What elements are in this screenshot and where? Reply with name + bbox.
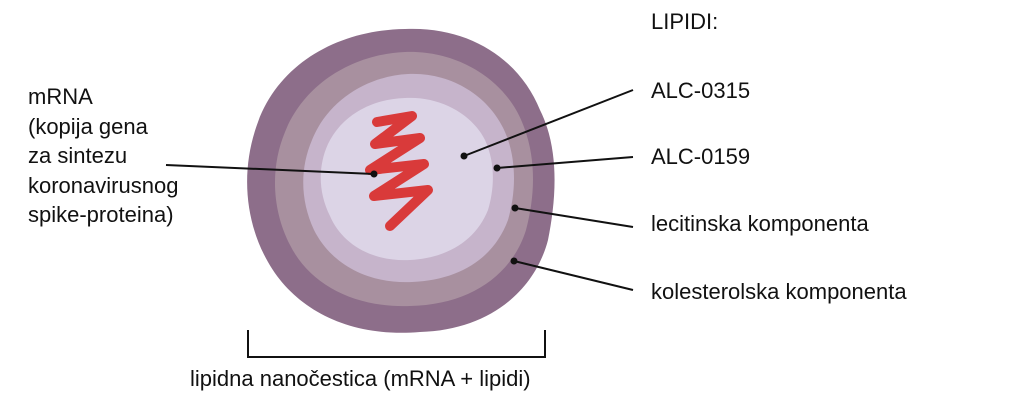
lecithin-leader-dot xyxy=(511,204,519,212)
mrna-leader-line xyxy=(165,164,375,175)
label-lecithin: lecitinska komponenta xyxy=(651,211,869,236)
cholesterol-leader-dot xyxy=(510,257,518,265)
label-alc0315: ALC-0315 xyxy=(651,78,751,103)
mrna-label-line: za sintezu xyxy=(28,143,128,169)
mrna-label: mRNA (kopija gena za sintezu koronavirus… xyxy=(28,82,178,230)
alc0159-leader-dot xyxy=(493,164,501,172)
alc0159-leader-line xyxy=(496,156,634,169)
cholesterol-leader-line xyxy=(513,260,634,291)
mrna-label-line: spike-proteina) xyxy=(28,202,174,228)
alc0315-leader-line xyxy=(463,89,634,157)
lecithin-leader-line xyxy=(514,207,634,228)
nanoparticle-bracket xyxy=(247,330,546,358)
label-cholesterol: kolesterolska komponenta xyxy=(651,279,907,304)
mrna-helix xyxy=(365,111,433,231)
mrna-label-line: (kopija gena xyxy=(28,113,148,139)
mrna-label-line: mRNA xyxy=(28,84,93,109)
lipids-header: LIPIDI: xyxy=(651,9,719,34)
mrna-label-line: koronavirusnog xyxy=(28,172,179,198)
label-alc0159: ALC-0159 xyxy=(651,144,751,169)
nanoparticle-caption: lipidna nanočestica (mRNA + lipidi) xyxy=(190,366,531,391)
alc0315-leader-dot xyxy=(460,152,468,160)
mrna-leader-dot xyxy=(370,170,378,178)
